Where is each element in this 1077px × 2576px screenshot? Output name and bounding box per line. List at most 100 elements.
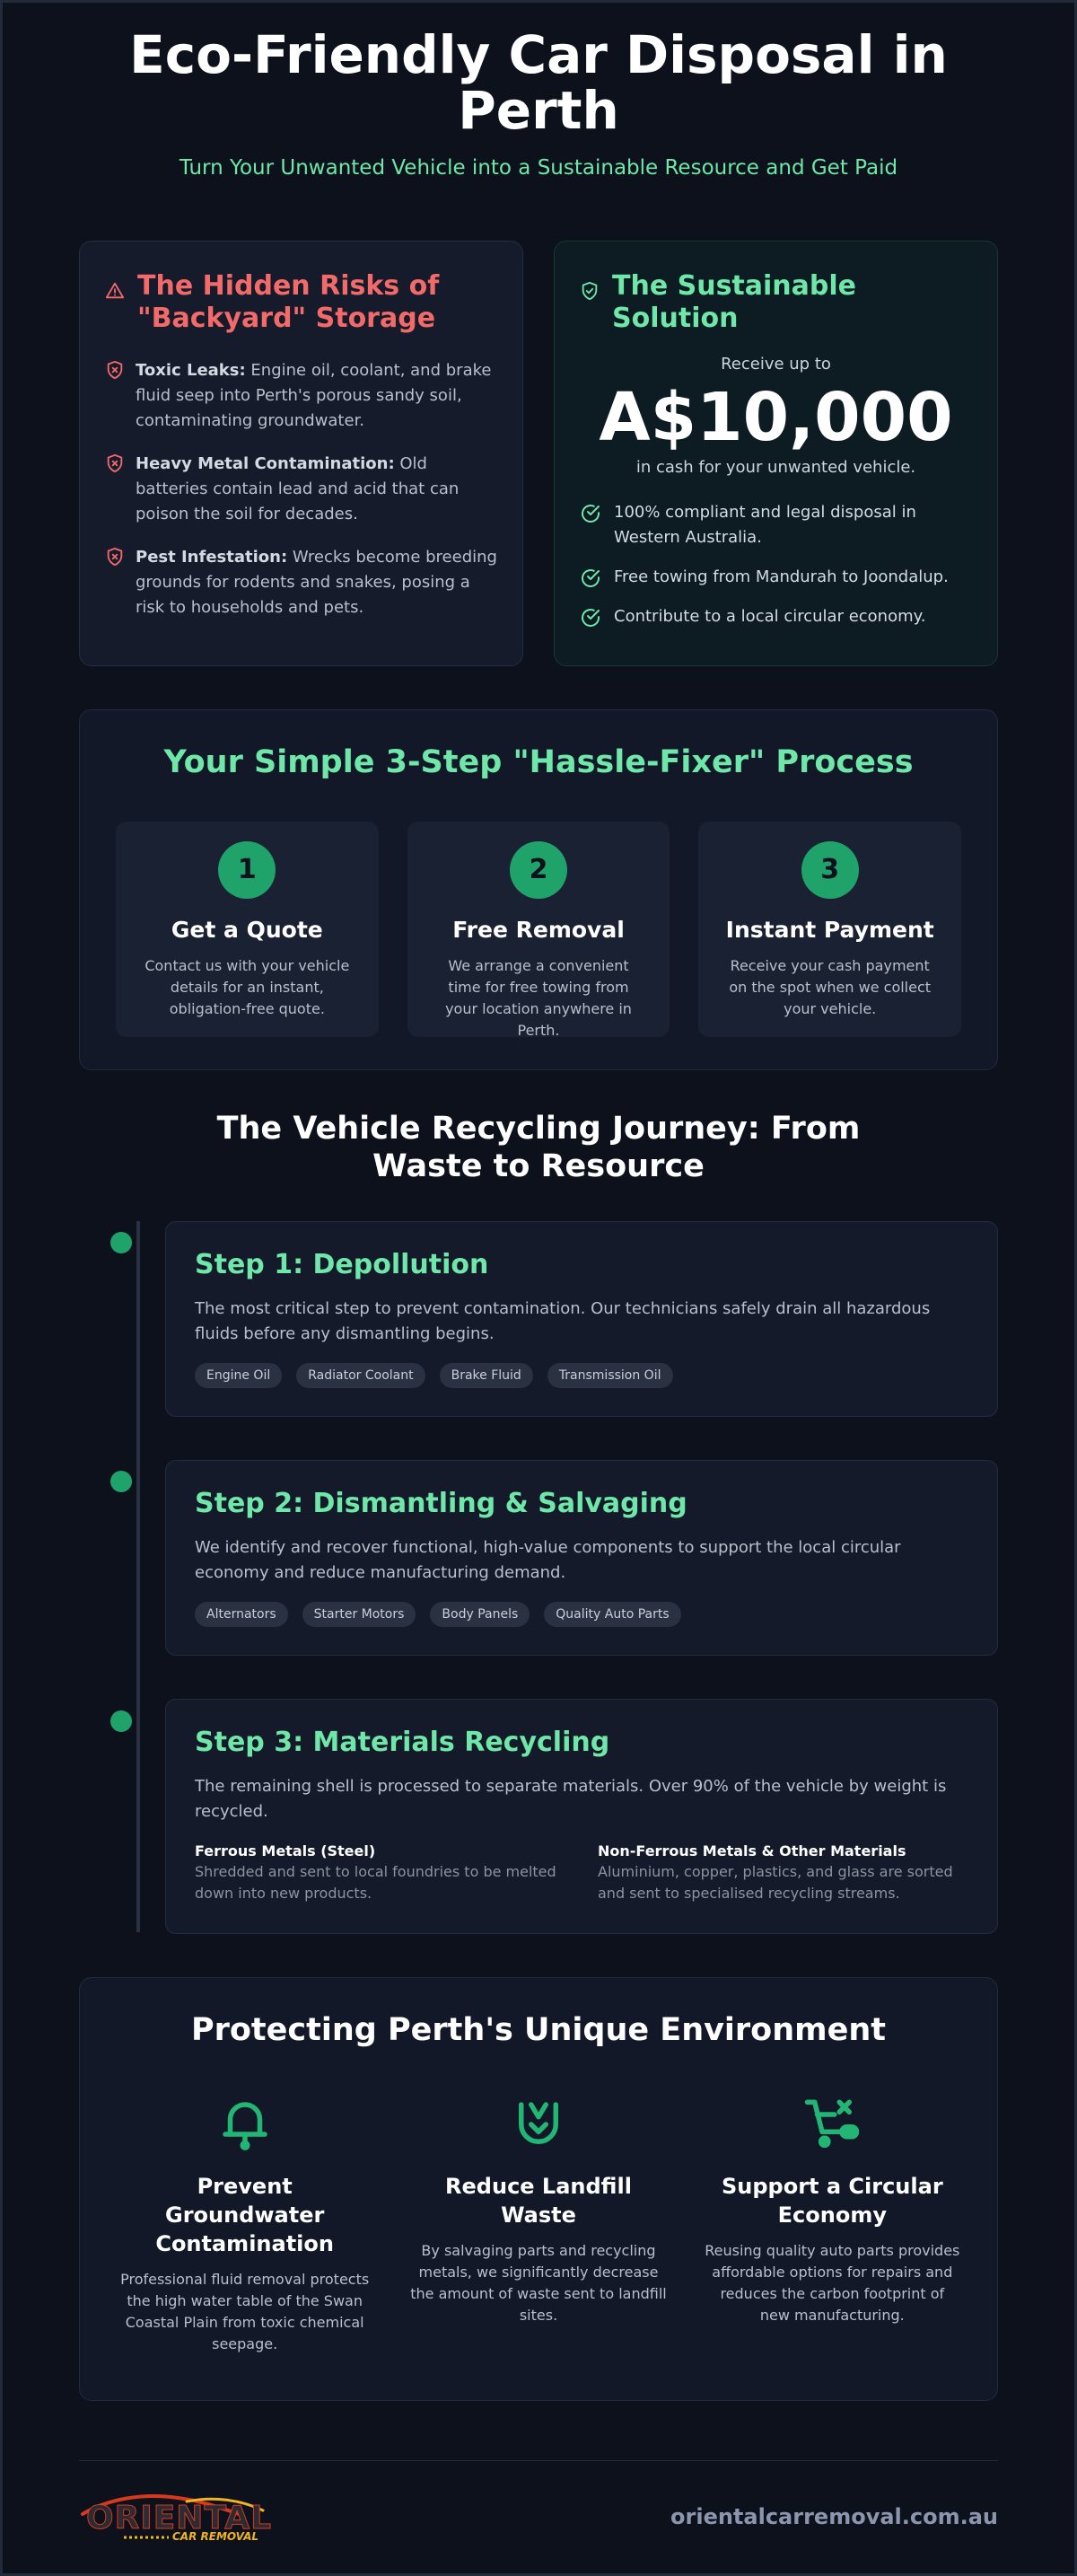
payout-amount: A$10,000	[599, 379, 953, 456]
solution-card: The Sustainable Solution Receive up to A…	[554, 241, 998, 666]
tag: Brake Fluid	[439, 1363, 533, 1388]
environment-item: Prevent Groundwater Contamination Profes…	[116, 2095, 373, 2355]
brand-logo[interactable]: ORIENTAL CAR REMOVAL	[79, 2487, 272, 2546]
journey-step-card: Step 3: Materials Recycling The remainin…	[165, 1699, 998, 1934]
environment-item-text: Reusing quality auto parts provides affo…	[705, 2242, 960, 2324]
page-title: Eco-Friendly Car Disposal in Perth	[129, 24, 948, 141]
process-card: Your Simple 3-Step "Hassle-Fixer" Proces…	[79, 709, 998, 1070]
list-item: Toxic Leaks: Engine oil, coolant, and br…	[105, 358, 497, 434]
page-subtitle: Turn Your Unwanted Vehicle into a Sustai…	[179, 156, 898, 180]
risk-description: Engine oil, coolant, and brake fluid see…	[136, 361, 492, 430]
risk-text: Toxic Leaks: Engine oil, coolant, and br…	[136, 358, 497, 434]
payout-post-text: in cash for your unwanted vehicle.	[635, 458, 916, 477]
environment-card: Protecting Perth's Unique Environment Pr…	[79, 1977, 998, 2401]
tag-list: Engine Oil Radiator Coolant Brake Fluid …	[195, 1363, 968, 1388]
tag: Radiator Coolant	[296, 1363, 425, 1388]
timeline-dot	[110, 1710, 132, 1732]
list-item: Free towing from Mandurah to Joondalup.	[580, 565, 972, 590]
process-title: Your Simple 3-Step "Hassle-Fixer" Proces…	[163, 744, 914, 780]
footer-divider	[79, 2460, 998, 2461]
journey-header: The Vehicle Recycling Journey: From Wast…	[79, 1110, 998, 1185]
risk-label: Pest Infestation:	[136, 548, 288, 567]
risk-description: Old batteries contain lead and acid that…	[136, 454, 460, 523]
material-title: Ferrous Metals (Steel)	[195, 1842, 376, 1859]
material-text: Aluminium, copper, plastics, and glass a…	[598, 1863, 953, 1902]
logo-tagline: CAR REMOVAL	[172, 2530, 259, 2543]
shield-x-icon	[107, 547, 123, 567]
list-item: Heavy Metal Contamination: Old batteries…	[105, 452, 497, 527]
risks-title: The Hidden Risks of "Backyard" Storage	[137, 270, 440, 334]
journey-step-title: Step 2: Dismantling & Salvaging	[195, 1488, 687, 1519]
list-item: Contribute to a local circular economy.	[580, 604, 972, 629]
tag-list: Alternators Starter Motors Body Panels Q…	[195, 1602, 968, 1627]
solution-item-text: 100% compliant and legal disposal in Wes…	[614, 503, 916, 547]
environment-items: Prevent Groundwater Contamination Profes…	[116, 2095, 961, 2355]
risks-card: The Hidden Risks of "Backyard" Storage T…	[79, 241, 523, 666]
journey-title: The Vehicle Recycling Journey: From Wast…	[216, 1111, 861, 1184]
journey-step-title: Step 1: Depollution	[195, 1249, 489, 1280]
material-item: Ferrous Metals (Steel) Shredded and sent…	[195, 1842, 565, 1904]
check-circle-icon	[582, 609, 600, 627]
environment-item: Support a Circular Economy Reusing quali…	[704, 2095, 961, 2355]
environment-item-title: Reduce Landfill Waste	[445, 2174, 632, 2228]
step-title: Instant Payment	[725, 917, 934, 943]
step-title: Free Removal	[452, 917, 625, 943]
logo-wordmark: ORIENTAL	[85, 2500, 273, 2537]
footer: ORIENTAL CAR REMOVAL orientalcarremoval.…	[79, 2487, 998, 2546]
step-text: We arrange a convenient time for free to…	[445, 957, 632, 1039]
environment-item: Reduce Landfill Waste By salvaging parts…	[409, 2095, 667, 2355]
journey-step-desc: We identify and recover functional, high…	[195, 1538, 901, 1582]
shield-x-icon	[107, 360, 123, 380]
list-item: Pest Infestation: Wrecks become breeding…	[105, 545, 497, 620]
risks-list: Toxic Leaks: Engine oil, coolant, and br…	[105, 358, 497, 620]
journey-step-card: Step 1: Depollution The most critical st…	[165, 1221, 998, 1417]
process-step: 3 Instant Payment Receive your cash paym…	[698, 822, 962, 1037]
step-text: Receive your cash payment on the spot wh…	[729, 957, 932, 1017]
risk-label: Heavy Metal Contamination:	[136, 454, 395, 473]
list-item: 100% compliant and legal disposal in Wes…	[580, 500, 972, 550]
tag: Engine Oil	[195, 1363, 283, 1388]
tag: Transmission Oil	[547, 1363, 673, 1388]
solution-list: 100% compliant and legal disposal in Wes…	[580, 500, 972, 629]
environment-item-title: Support a Circular Economy	[721, 2174, 943, 2228]
journey-step-desc: The most critical step to prevent contam…	[195, 1299, 931, 1343]
payout-block: Receive up to A$10,000 in cash for your …	[580, 355, 972, 477]
solution-card-header: The Sustainable Solution	[580, 270, 972, 335]
page-header: Eco-Friendly Car Disposal in Perth Turn …	[79, 27, 998, 180]
website-link[interactable]: orientalcarremoval.com.au	[670, 2504, 998, 2529]
recycle-bin-icon	[518, 2102, 558, 2144]
journey-step-card: Step 2: Dismantling & Salvaging We ident…	[165, 1460, 998, 1656]
environment-item-title: Prevent Groundwater Contamination	[155, 2174, 334, 2256]
risk-text: Heavy Metal Contamination: Old batteries…	[136, 452, 497, 527]
material-text: Shredded and sent to local foundries to …	[195, 1863, 556, 1902]
material-item: Non-Ferrous Metals & Other Materials Alu…	[598, 1842, 968, 1904]
risk-label: Toxic Leaks:	[136, 361, 246, 380]
step-number-badge: 3	[801, 841, 859, 899]
material-title: Non-Ferrous Metals & Other Materials	[598, 1842, 906, 1859]
solution-title: The Sustainable Solution	[612, 270, 857, 334]
solution-item-text: Contribute to a local circular economy.	[614, 607, 926, 626]
timeline-dot	[110, 1232, 132, 1253]
solution-item-text: Free towing from Mandurah to Joondalup.	[614, 567, 949, 586]
process-steps: 1 Get a Quote Contact us with your vehic…	[116, 822, 962, 1039]
step-number-badge: 2	[510, 841, 567, 899]
bell-icon	[222, 2102, 267, 2150]
environment-item-text: By salvaging parts and recycling metals,…	[410, 2242, 667, 2324]
step-number-badge: 1	[218, 841, 276, 899]
tag: Starter Motors	[302, 1602, 416, 1627]
environment-title: Protecting Perth's Unique Environment	[190, 2012, 887, 2048]
journey-step-desc: The remaining shell is processed to sepa…	[195, 1777, 947, 1821]
tag: Quality Auto Parts	[544, 1602, 681, 1627]
payout-pre-text: Receive up to	[721, 355, 831, 374]
shield-check-icon	[582, 281, 598, 301]
process-step: 1 Get a Quote Contact us with your vehic…	[116, 822, 379, 1037]
check-circle-icon	[582, 569, 600, 587]
step-text: Contact us with your vehicle details for…	[144, 957, 350, 1017]
car-swoosh-icon	[81, 2494, 265, 2539]
top-cards: The Hidden Risks of "Backyard" Storage T…	[79, 241, 998, 666]
shield-x-icon	[107, 453, 123, 473]
process-step: 2 Free Removal We arrange a convenient t…	[407, 822, 670, 1039]
environment-item-text: Professional fluid removal protects the …	[120, 2271, 370, 2352]
materials-list: Ferrous Metals (Steel) Shredded and sent…	[195, 1842, 968, 1904]
